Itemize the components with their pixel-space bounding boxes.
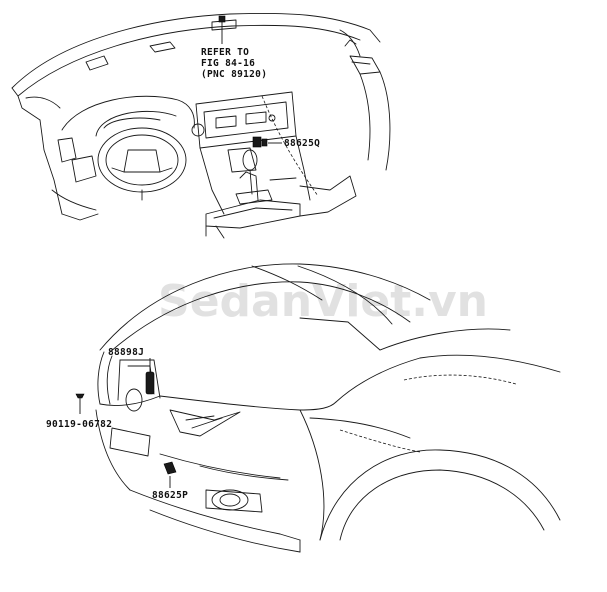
part-88625p-label[interactable]: 88625P — [152, 490, 188, 501]
part-88625q-shape-side — [261, 138, 268, 147]
refer-note-line-2: FIG 84-16 — [201, 58, 255, 69]
part-90119-06782-label[interactable]: 90119-06782 — [46, 419, 112, 430]
front-view-illustration — [95, 263, 561, 553]
part-88625p-callout: 88625P — [152, 461, 188, 501]
part-88898j-label[interactable]: 88898J — [108, 347, 144, 358]
room-sensor-part-shape — [218, 15, 226, 23]
refer-note-line-3: (PNC 89120) — [201, 69, 267, 80]
refer-note: REFER TO FIG 84-16 (PNC 89120) — [201, 15, 267, 80]
part-88625q-shape — [252, 136, 262, 148]
bolt-shape — [75, 393, 85, 399]
part-88898j-shape — [145, 371, 155, 395]
refer-note-line-1: REFER TO — [201, 47, 249, 58]
watermark: SedanViet.vn — [158, 276, 488, 327]
part-88625p-shape — [163, 461, 177, 475]
dashboard-illustration — [11, 12, 391, 239]
part-88625q-callout: 88625Q — [252, 136, 320, 149]
part-88898j-callout: 88898J — [108, 347, 155, 395]
part-90119-06782-callout: 90119-06782 — [46, 393, 112, 430]
part-88625q-label[interactable]: 88625Q — [284, 138, 320, 149]
